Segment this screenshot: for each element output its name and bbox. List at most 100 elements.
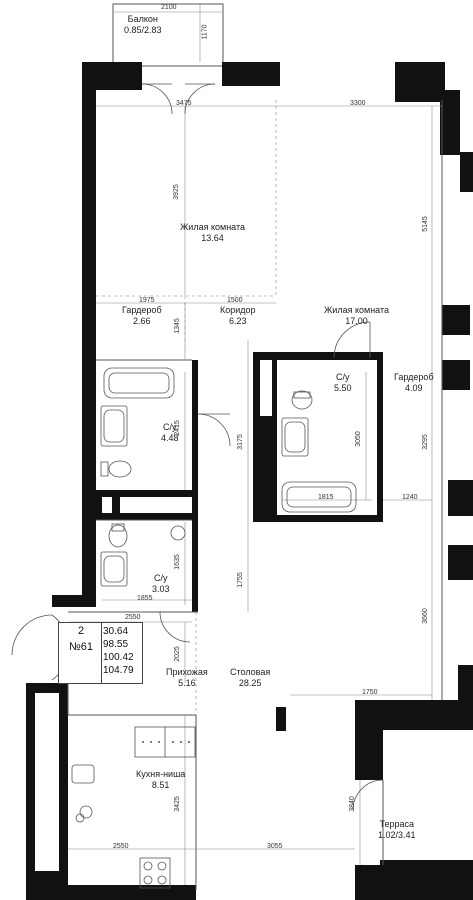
dim-bath3-height: 3050 xyxy=(354,431,362,447)
wall-left xyxy=(82,62,96,607)
dim-corridor-width: 1500 xyxy=(227,297,243,304)
wall-bath-sep-inner1 xyxy=(102,497,112,513)
apartment-info-box: 2 №61 30.64 98.55 100.42 104.79 xyxy=(58,622,143,684)
dim-center-vertical: 3175 xyxy=(236,434,244,450)
dim-center-vertical2: 1755 xyxy=(236,572,244,588)
room-label-bath1: С/у 4.48 xyxy=(161,422,179,444)
room-label-living2: Жилая комната 17.00 xyxy=(324,305,389,327)
dim-right-upper: 5145 xyxy=(421,216,429,232)
wall-bath3-inner xyxy=(277,360,377,515)
area-value: 98.55 xyxy=(103,639,129,650)
room-name: Гардероб xyxy=(394,372,434,382)
dim-bath2-width: 1855 xyxy=(137,595,153,602)
wall-right-block4 xyxy=(448,480,473,516)
dim-hall-height: 2025 xyxy=(173,646,181,662)
room-name: Балкон xyxy=(127,14,158,24)
wall-bath3-notch xyxy=(260,360,272,415)
apartment-number: 2 xyxy=(77,625,85,637)
room-name: Терраса xyxy=(379,819,415,829)
room-area: 13.64 xyxy=(201,233,224,243)
room-name: Жилая комната xyxy=(324,305,390,315)
room-area: 5.50 xyxy=(334,383,352,393)
dim-gap-width: 1240 xyxy=(402,494,418,501)
wall-terrace-left xyxy=(355,730,383,780)
dim-bottom-left: 2550 xyxy=(113,843,129,850)
apartment-areas: 30.64 98.55 100.42 104.79 xyxy=(103,625,134,677)
room-area: 17.00 xyxy=(345,316,368,326)
room-label-wardrobe2: Гардероб 4.09 xyxy=(394,372,434,394)
dim-hall-width: 2550 xyxy=(125,614,141,621)
column xyxy=(276,707,286,731)
dim-kitchen-height: 3425 xyxy=(173,796,181,812)
room-area: 3.03 xyxy=(152,584,170,594)
balcony-outline xyxy=(112,3,224,67)
area-value: 30.64 xyxy=(103,626,129,637)
dim-wardrobe1-width: 1975 xyxy=(139,297,155,304)
wall-right-block1 xyxy=(440,90,460,155)
room-area: 1.02/3.41 xyxy=(378,830,416,840)
dim-bath3-width: 1815 xyxy=(318,494,334,501)
room-name: Прихожая xyxy=(166,667,208,677)
room-area: 28.25 xyxy=(238,678,262,688)
room-name: Столовая xyxy=(230,667,271,677)
wall-right-strip1 xyxy=(460,152,473,192)
room-name: С/у xyxy=(163,422,177,432)
room-label-wardrobe1: Гардероб 2.66 xyxy=(122,305,162,327)
room-name: Жилая комната xyxy=(180,222,246,232)
apartment-code: №61 xyxy=(68,641,94,653)
room-label-balcony: Балкон 0.85/2.83 xyxy=(124,14,162,36)
dim-top-left: 3475 xyxy=(176,100,192,107)
wall-right-block2 xyxy=(442,305,470,335)
room-area: 6.23 xyxy=(229,316,247,326)
wall-right-block5 xyxy=(448,545,473,580)
room-name: С/у xyxy=(154,573,168,583)
room-area: 4.48 xyxy=(161,433,179,443)
dim-bath1-height: 2415 xyxy=(173,420,181,436)
room-name: С/у xyxy=(336,372,350,382)
room-name: Кухня-ниша xyxy=(136,769,186,779)
room-label-dining: Столовая 28.25 xyxy=(230,667,270,689)
room-area: 0.85/2.83 xyxy=(124,25,162,35)
dim-corridor-height: 1345 xyxy=(173,318,181,334)
wall-right-block6 xyxy=(458,665,473,705)
wall-terrace-bottom xyxy=(355,865,385,900)
apartment-id: 2 №61 xyxy=(61,623,101,655)
area-value: 104.79 xyxy=(103,665,134,676)
room-name: Гардероб xyxy=(122,305,162,315)
room-area: 8.51 xyxy=(151,780,170,790)
dim-bottom-right: 3055 xyxy=(267,843,283,850)
room-label-bath2: С/у 3.03 xyxy=(152,573,170,595)
wall-left-kitchen-inner xyxy=(35,693,59,871)
wall-bath1-right xyxy=(192,360,198,490)
dim-balcony-width: 2100 xyxy=(161,4,177,11)
wall-left-lower xyxy=(52,595,96,607)
dim-dining-width: 1750 xyxy=(362,689,378,696)
wall-bath2-right xyxy=(192,520,198,612)
area-value: 100.42 xyxy=(103,652,134,663)
room-area: 2.66 xyxy=(133,316,151,326)
room-label-kitchen: Кухня-ниша 8.51 xyxy=(136,769,185,791)
wall-right-block3 xyxy=(442,360,470,390)
room-label-living1: Жилая комната 13.64 xyxy=(180,222,245,244)
wall-bottom-right xyxy=(380,860,473,900)
room-label-bath3: С/у 5.50 xyxy=(334,372,352,394)
room-label-hall: Прихожая 5.16 xyxy=(166,667,208,689)
wall-bottom xyxy=(26,885,196,900)
room-area: 5.16 xyxy=(178,678,196,688)
dim-right-middle: 3295 xyxy=(421,434,429,450)
room-name: Коридор xyxy=(220,305,256,315)
room-label-corridor: Коридор 6.23 xyxy=(220,305,256,327)
wall-bath-sep-inner2 xyxy=(120,497,192,513)
dim-top-right: 3300 xyxy=(350,100,366,107)
room-area: 4.09 xyxy=(405,383,423,393)
dim-balcony-height: 1170 xyxy=(201,24,209,40)
dim-terrace-height: 3840 xyxy=(348,796,356,812)
wall-bath3-notch2 xyxy=(260,402,272,416)
dim-bath2-height: 1635 xyxy=(173,554,181,570)
wall-top-mid xyxy=(222,62,280,86)
room-label-terrace: Терраса 1.02/3.41 xyxy=(378,819,416,841)
apartment-box-divider xyxy=(101,623,102,683)
dim-living1-height: 3925 xyxy=(172,184,180,200)
dim-right-lower: 3660 xyxy=(421,608,429,624)
